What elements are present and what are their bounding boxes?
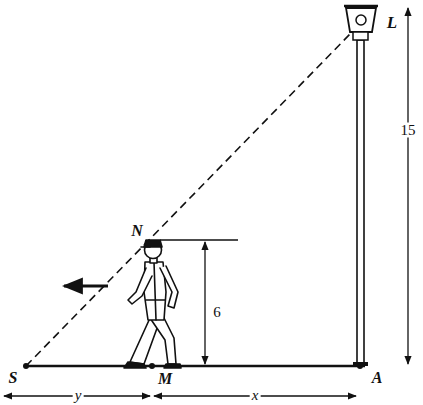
ground-line (26, 365, 365, 368)
point-label: M (158, 371, 172, 387)
light-ray (26, 32, 352, 366)
dimension-label: x (250, 388, 261, 403)
point-m (149, 363, 155, 369)
point-label: L (387, 14, 397, 31)
lamp-post (344, 6, 378, 366)
point-label: A (372, 370, 383, 386)
man-figure (124, 240, 181, 368)
direction-arrow (64, 285, 108, 288)
point-label: S (9, 370, 18, 386)
extension-line (160, 239, 238, 240)
dimension-line (204, 242, 205, 364)
dimension-label: y (73, 388, 84, 403)
point-label: N (131, 223, 143, 239)
dimension-label: 6 (211, 305, 223, 320)
dimension-line (407, 8, 408, 364)
dimension-label: 15 (399, 123, 418, 138)
